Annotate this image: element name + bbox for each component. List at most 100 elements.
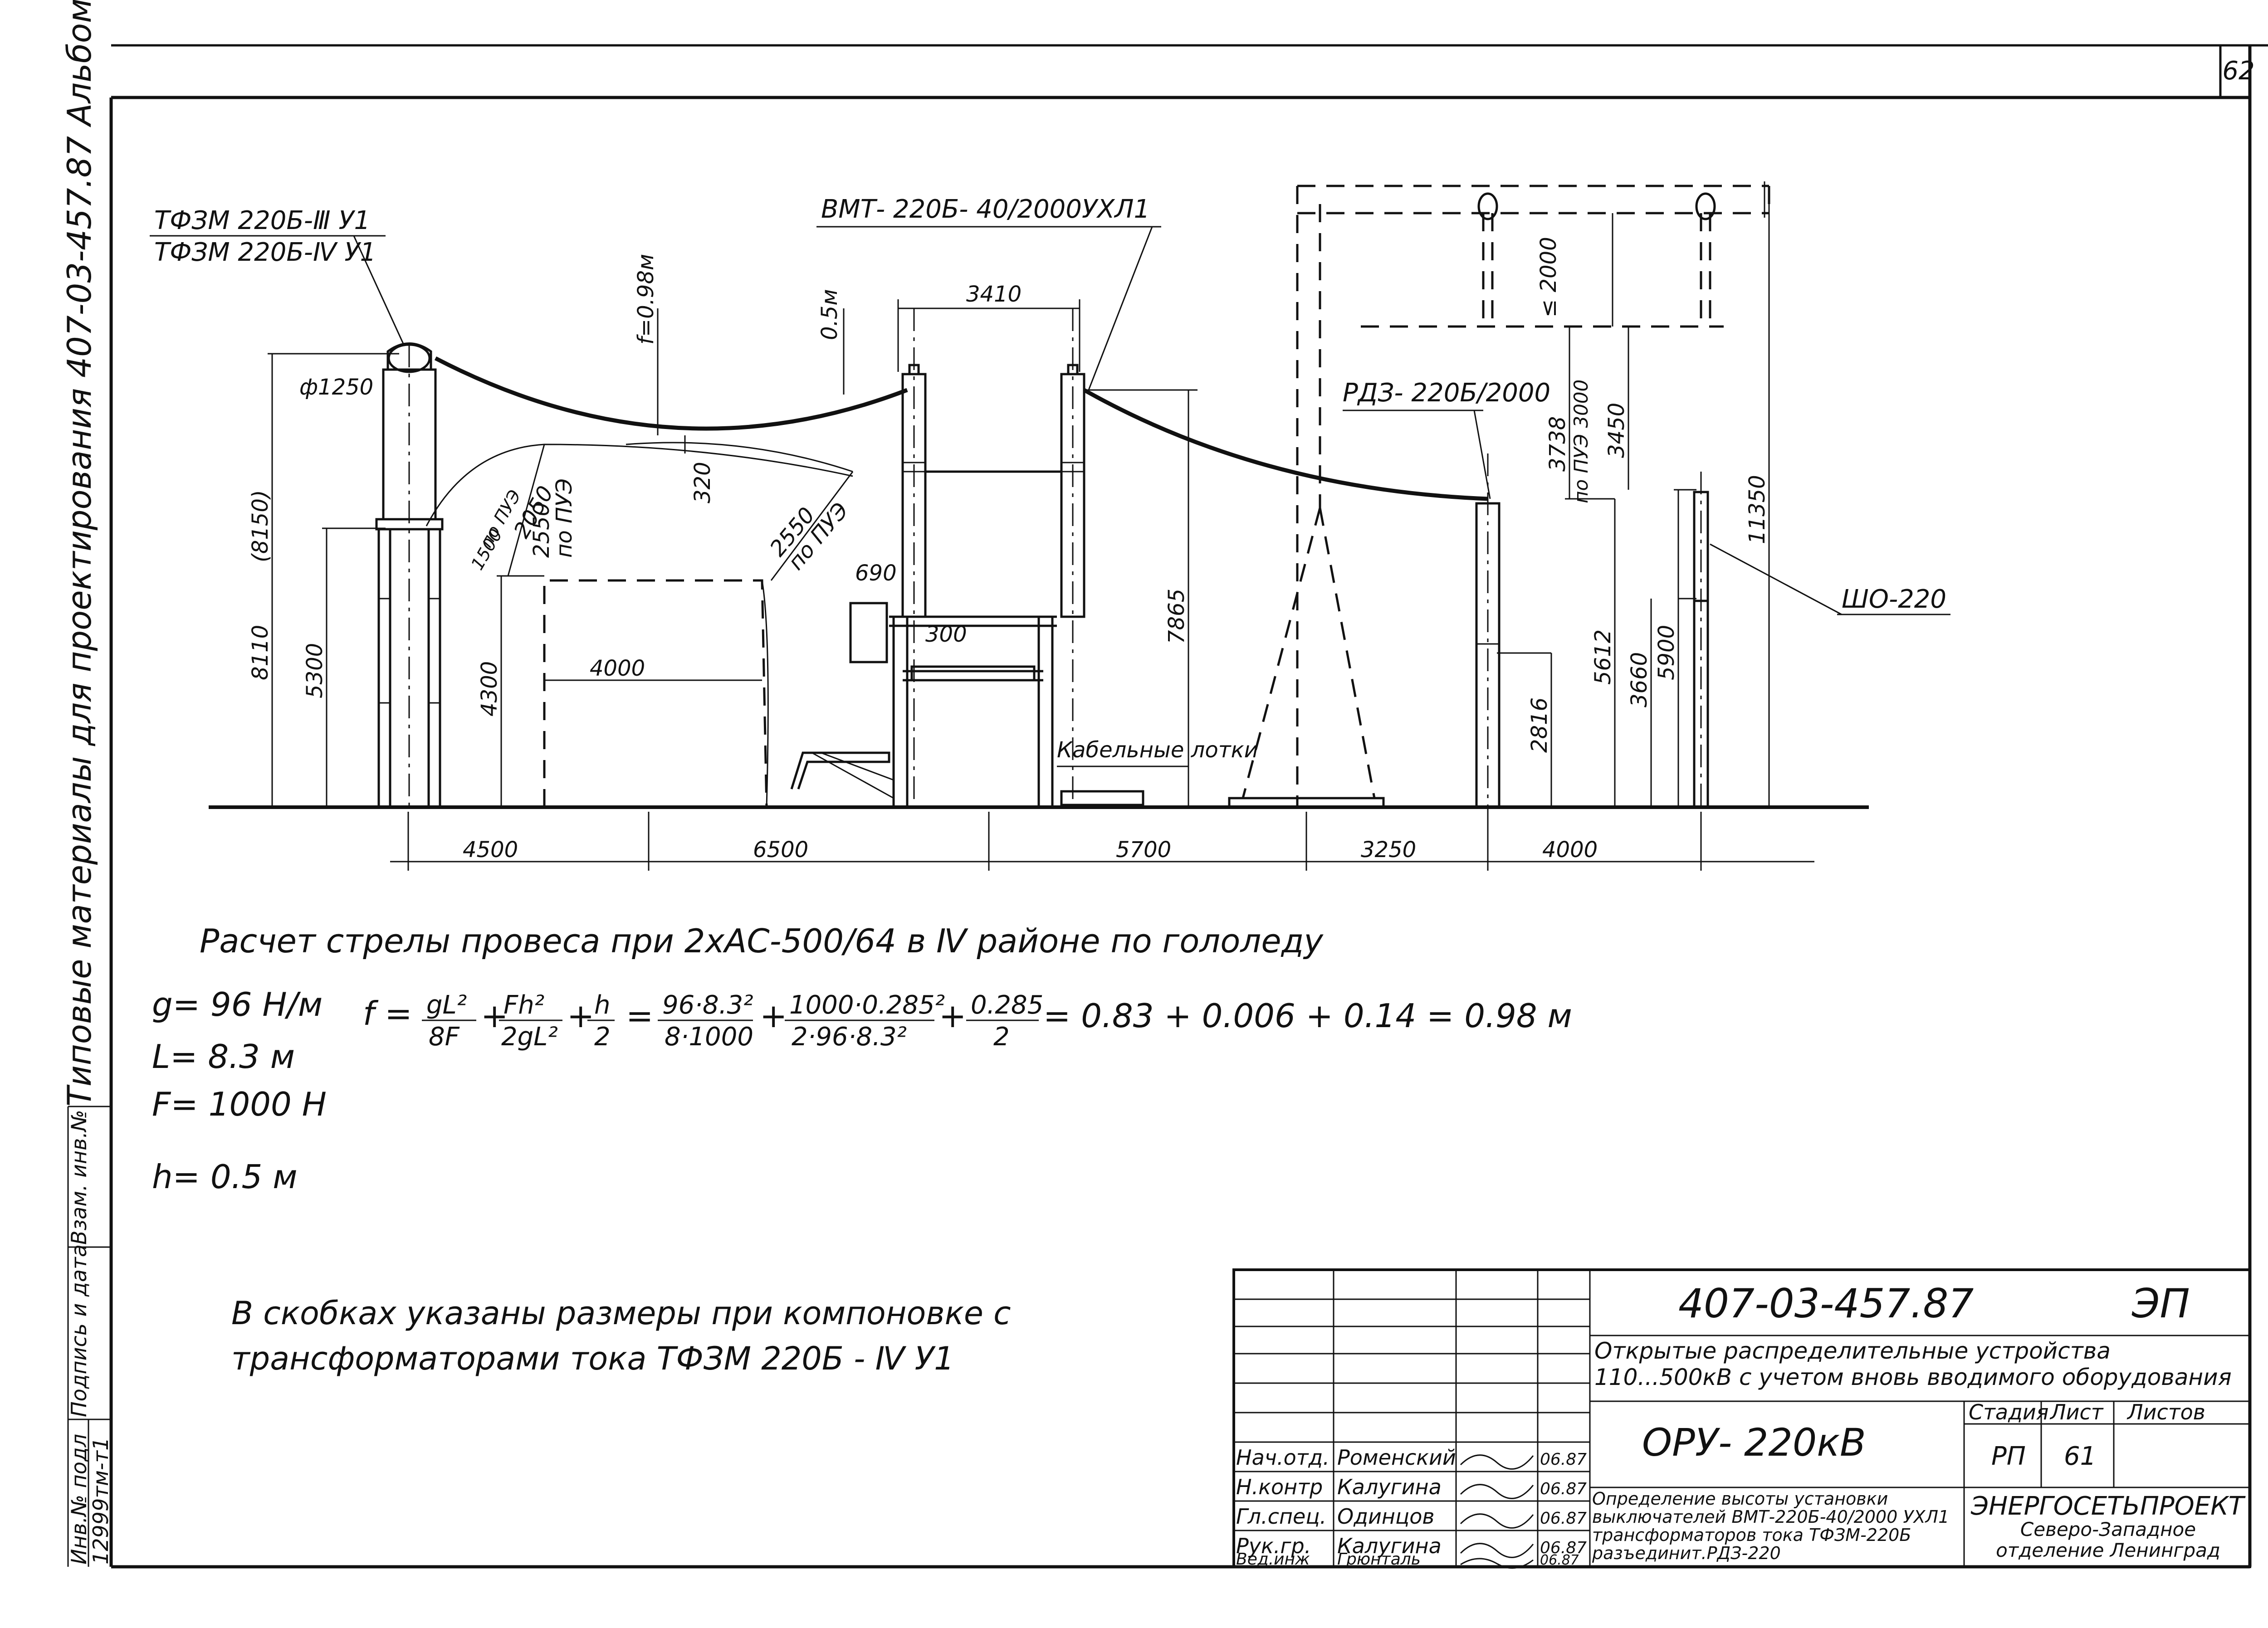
dim-c320: 320	[690, 462, 715, 503]
sheet-frame: 62	[109, 44, 2268, 1569]
side-strip: Типовые материалы для проектирования 407…	[60, 0, 113, 1567]
tb-role-1: Н.контр	[1236, 1475, 1323, 1499]
fraction-num1: 96·8.3² 8·1000	[658, 990, 753, 1052]
dim-h3450: 3450	[1604, 403, 1629, 458]
n2-den: 2·96·8.3²	[792, 1022, 907, 1052]
dim-h8110: 8110	[248, 625, 273, 680]
n2-num: 1000·0.285²	[789, 990, 945, 1020]
t2-den: 2gL²	[501, 1022, 558, 1052]
tb-h-sheets: Листов	[2126, 1400, 2205, 1424]
dim-b4500: 4500	[463, 837, 518, 863]
dim-c2000: ≤ 2000	[1536, 237, 1561, 317]
equals: =	[626, 997, 653, 1035]
bottom-dimension-chain	[390, 812, 1814, 871]
dim-sag: f=0.98м	[633, 254, 659, 345]
dim-h3660: 3660	[1627, 652, 1652, 707]
fraction-num3: 0.285 2	[966, 990, 1043, 1052]
n1-den: 8·1000	[665, 1022, 753, 1052]
dim-h4300: 4300	[477, 661, 502, 717]
calc-title: Расчет стрелы провеса при 2хАС-500/64 в …	[200, 922, 1324, 960]
plus-3: +	[760, 997, 787, 1035]
tb-role-0: Нач.отд.	[1236, 1445, 1330, 1470]
tb-stage: РП	[1991, 1442, 2026, 1471]
calc-var-l: L= 8.3 м	[152, 1038, 295, 1076]
t3-den: 2	[594, 1022, 611, 1052]
plus-2: +	[567, 997, 594, 1035]
shinnaya-label: ШО-220	[1842, 585, 1946, 614]
dim-h8150: (8150)	[248, 490, 273, 562]
dim-b5700: 5700	[1116, 837, 1171, 863]
tb-mark: ЭП	[2131, 1280, 2190, 1327]
breaker-label: ВМТ- 220Б- 40/2000УХЛ1	[821, 195, 1150, 224]
tb-date-2: 06.87	[1540, 1509, 1587, 1528]
tb-object: ОРУ- 220кВ	[1642, 1420, 1866, 1465]
tb-h-sheet: Лист	[2049, 1400, 2104, 1424]
sag-calculation: Расчет стрелы провеса при 2хАС-500/64 в …	[152, 922, 1572, 1196]
dim-h7865: 7865	[1164, 589, 1189, 644]
wire-span-1	[434, 356, 908, 431]
side-title: Типовые материалы для проектирования 407…	[60, 0, 98, 1106]
tb-role-2: Гл.спец.	[1236, 1504, 1326, 1529]
dim-h2816: 2816	[1527, 697, 1552, 753]
wire-span-2	[1083, 388, 1488, 501]
dim-c2550a: 2550	[529, 502, 554, 558]
tb-name-3: Калугина	[1337, 1534, 1442, 1558]
tb-date-3: 06.87	[1540, 1539, 1587, 1557]
n3-den: 2	[993, 1022, 1010, 1052]
tb-h-stage: Стадия	[1969, 1400, 2048, 1424]
t3-num: h	[594, 990, 611, 1020]
dim-h11350: 11350	[1745, 475, 1770, 544]
formula-lhs: f =	[363, 994, 412, 1033]
tb-name-2: Одинцов	[1337, 1504, 1435, 1529]
side-inventory: 12999тм-т1	[88, 1438, 113, 1565]
dim-c1500: 1500	[467, 526, 506, 574]
tb-name-4: Грюнталь	[1337, 1550, 1421, 1569]
substation-section-drawing: ТФЗМ 220Б-Ⅲ У1 ТФЗМ 220Б-Ⅳ У1 ВМТ- 220Б-…	[150, 181, 1950, 871]
fraction-term3: h 2	[587, 990, 615, 1052]
dim-b6500: 6500	[753, 837, 808, 863]
tb-branch: Северо-Западное отделение Ленинград	[1996, 1519, 2220, 1561]
dimension-lines	[268, 190, 1774, 808]
note-line-2: трансформаторами тока ТФЗМ 220Б - Ⅳ У1	[231, 1340, 954, 1377]
cable-tray	[1060, 790, 1144, 806]
t2-num: Fh²	[503, 990, 544, 1020]
dim-dia: ф1250	[299, 375, 373, 400]
tb-date-1: 06.87	[1540, 1480, 1587, 1498]
tb-sheet: 61	[2064, 1442, 2096, 1471]
sheet-number: 62	[2222, 56, 2254, 86]
plus-1: +	[481, 997, 508, 1035]
fraction-term1: gL² 8F	[422, 990, 476, 1052]
clearance-arc-2	[626, 442, 853, 473]
tb-name-0: Роменский	[1337, 1445, 1456, 1470]
tb-project: Открытые распределительные устройства 11…	[1594, 1338, 2232, 1390]
dim-w690: 690	[855, 561, 897, 586]
note: В скобках указаны размеры при компоновке…	[231, 1295, 1011, 1377]
ct-label-top: ТФЗМ 220Б-Ⅲ У1	[154, 206, 370, 235]
cable-label: Кабельные лотки	[1057, 737, 1258, 763]
tb-code: 407-03-457.87	[1678, 1280, 1974, 1327]
tb-name-1: Калугина	[1337, 1475, 1442, 1499]
n1-num: 96·8.3²	[662, 990, 753, 1020]
dim-h5300: 5300	[302, 643, 327, 698]
t1-num: gL²	[426, 990, 467, 1020]
calc-var-f: F= 1000 Н	[152, 1085, 327, 1123]
dim-c3738: 3738	[1545, 416, 1570, 472]
side-field-replace: Взам. инв.№	[67, 1110, 91, 1245]
current-transformer	[372, 342, 447, 812]
portal-structure	[1228, 181, 1770, 809]
dim-w300: 300	[925, 622, 967, 647]
calc-var-g: g= 96 Н/м	[152, 985, 323, 1024]
signatures	[1460, 1454, 1534, 1569]
t1-den: 8F	[429, 1022, 460, 1052]
tb-date-0: 06.87	[1540, 1450, 1587, 1469]
dim-c3000: по ПУЭ 3000	[1570, 380, 1592, 503]
dim-b3250: 3250	[1361, 837, 1416, 863]
plus-4: +	[939, 997, 966, 1035]
dim-w4000: 4000	[590, 656, 645, 681]
dim-span-bk: 3410	[966, 282, 1022, 307]
tb-role-4: Вед.инж	[1236, 1550, 1310, 1569]
side-field-sign: Подпись и дата	[67, 1244, 91, 1417]
title-block: 407-03-457.87 ЭП Открытые распределитель…	[1232, 1268, 2251, 1569]
note-line-1: В скобках указаны размеры при компоновке…	[231, 1295, 1011, 1332]
